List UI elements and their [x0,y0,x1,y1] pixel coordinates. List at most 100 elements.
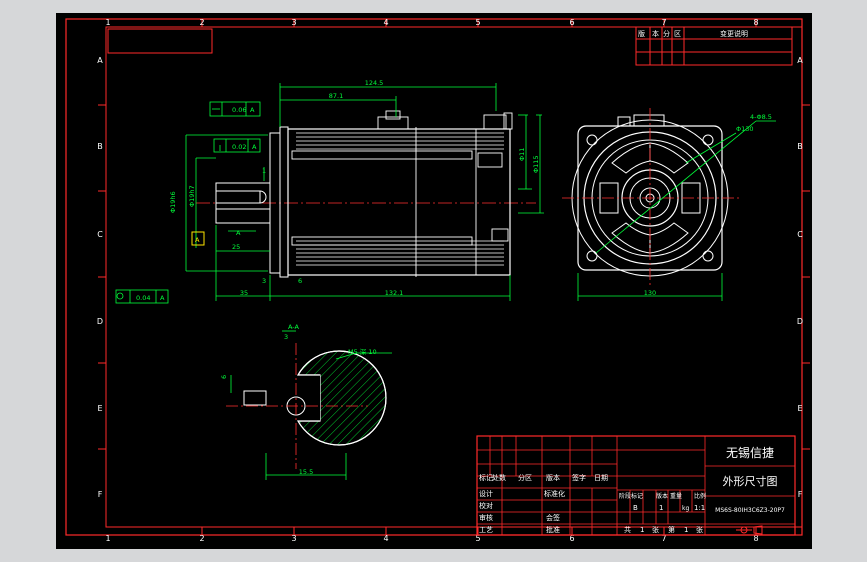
tol-flat-value: 0.06 [232,106,246,114]
tb-mid-1: 会签 [546,513,560,522]
row-label-f-right: F [798,490,803,499]
dim-1: 1 [262,167,266,175]
dim-pcd: Φ130 [736,125,754,133]
col-label-5: 5 [475,18,480,27]
tb-stage-val-1: 1 [659,504,663,512]
col-label-5-bottom: 5 [475,534,480,543]
dim-6: 6 [298,277,302,285]
col-label-1: 1 [105,18,110,27]
col-label-4: 4 [383,18,388,27]
col-label-1-bottom: 1 [105,534,110,543]
col-label-7-bottom: 7 [661,534,666,543]
dim-87-1: 87.1 [329,92,343,100]
row-label-e-right: E [797,404,802,413]
side-dimensions [577,120,776,301]
tb-stage-3: 比例 [694,492,706,500]
tol-perp-ref: A [252,143,257,151]
row-label-a-right: A [797,56,803,65]
cad-drawing: 1 2 3 4 5 6 7 8 1 2 3 4 5 6 7 8 A B C D … [65,18,810,543]
dim-dia-a: Φ19h6 [169,191,177,213]
tb-left-1: 校对 [479,501,493,510]
section-label: A-A [288,323,300,331]
projection-symbol-icon [736,525,763,535]
tol-flat-ref: A [250,106,255,114]
row-label-e: E [97,404,102,413]
dim-dia-b: Φ19h7 [188,185,196,207]
rev-label-fen: 分 [663,29,670,38]
col-label-7: 7 [661,18,666,27]
runout-symbol [116,292,124,300]
tb-stage-2: 重量 [670,492,682,500]
column-ticks [98,19,810,535]
tb-mid-2: 批准 [546,525,560,534]
dim-132-1: 132.1 [385,289,404,297]
row-label-d: D [97,317,103,326]
dim-right-a: Φ11 [518,148,526,161]
tb-left-3: 工艺 [479,526,493,534]
tb-stage-0: 阶段标记 [619,492,643,500]
section-dim-3: 3 [284,333,288,341]
tol-perp-value: 0.02 [232,143,246,151]
tb-drawing-name: 外形尺寸图 [723,474,778,488]
tb-left-2: 审核 [479,513,493,522]
tb-header-1: 处数 [492,473,506,482]
tb-sheet-4: 1 [684,526,688,534]
row-label-d-right: D [797,317,803,326]
tol-frame-perp [213,138,261,153]
title-block: 标记 处数 分区 版本 签字 日期 设计 校对 审核 工艺 标准化 会签 批准 … [476,435,796,536]
dim-35: 35 [240,289,248,297]
row-label-b-right: B [797,142,803,151]
tb-sheet-1: 1 [640,526,644,534]
rev-label-desc: 变更说明 [720,29,748,38]
dim-hole: 4-Φ8.5 [750,113,772,121]
tol-frame-runout [115,289,169,304]
tol-runout-value: 0.04 [136,294,150,302]
tb-stage-val-0: B [633,504,638,512]
row-label-b: B [97,142,103,151]
tb-sheet-0: 共 [624,525,631,534]
section-key-note: M5 深 10 [348,347,377,356]
tb-stage-val-3: 1:1 [694,504,705,512]
datum-a2-label: A [236,229,241,237]
datum-a-label: A [195,236,200,244]
col-label-8-bottom: 8 [753,534,758,543]
col-label-4-bottom: 4 [383,534,388,543]
tb-model: MS6S-80IH3C6Z3-20P7 [715,507,785,514]
front-view: 124.5 87.1 35 132.1 3 6 1 25 Φ19h6 Φ19h7… [115,79,544,304]
tb-sheet-3: 第 [668,525,675,534]
dim-side-width: 130 [644,289,656,297]
section-key [243,390,267,406]
col-label-2: 2 [199,18,204,27]
tb-company: 无锡信捷 [726,445,774,460]
row-label-c: C [97,230,103,239]
side-view: 4-Φ8.5 Φ130 130 [562,108,776,301]
col-label-6: 6 [569,18,574,27]
dim-right-b: Φ115 [532,155,540,173]
outer-border [65,18,803,536]
front-dimensions [185,83,544,301]
row-label-a: A [97,56,103,65]
col-label-3: 3 [291,18,296,27]
dim-25: 25 [232,243,240,251]
row-label-f: F [98,490,103,499]
tb-stage-1: 版本 [656,492,668,500]
section-dim-key: 6 [220,375,228,379]
shaft [215,182,271,224]
tb-header-3: 版本 [546,473,560,482]
tb-header-5: 日期 [594,474,608,482]
dim-124-5: 124.5 [365,79,384,87]
col-label-6-bottom: 6 [569,534,574,543]
row-label-c-right: C [797,230,803,239]
tb-header-0: 标记 [479,473,493,482]
revision-block: 版 本 分 区 变更说明 [635,26,793,66]
rev-label-ben: 本 [652,29,659,38]
section-dim-width: 15.5 [299,468,313,476]
col-label-3-bottom: 3 [291,534,296,543]
tb-sheet-5: 张 [696,525,703,534]
tb-sheet-2: 张 [652,525,659,534]
drawing-viewport[interactable]: 1 2 3 4 5 6 7 8 1 2 3 4 5 6 7 8 A B C D … [56,13,812,549]
col-label-2-bottom: 2 [199,534,204,543]
section-view: A-A 3 M5 深 10 15.5 6 [220,323,392,480]
rev-label-qu: 区 [674,30,681,38]
tol-runout-ref: A [160,294,165,302]
